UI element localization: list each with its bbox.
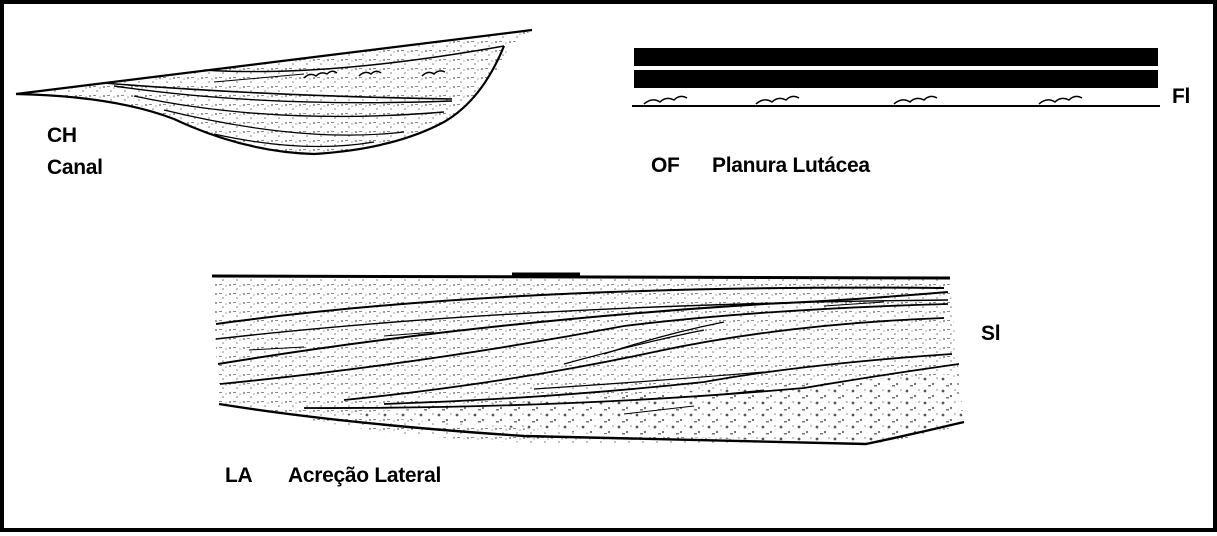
channel-sketch	[16, 30, 532, 154]
lateral-accretion-sketch	[212, 274, 964, 444]
sl-code-label: Sl	[981, 322, 1000, 346]
fl-code-label: Fl	[1172, 85, 1190, 109]
la-code-label: LA	[225, 464, 252, 488]
la-name-label: Acreção Lateral	[288, 464, 441, 488]
ch-name-label: Canal	[47, 156, 103, 180]
of-code-label: OF	[651, 154, 680, 178]
of-name-label: Planura Lutácea	[712, 154, 870, 178]
facies-diagram-art	[4, 4, 1217, 536]
floodplain-sketch	[632, 48, 1160, 106]
ch-code-label: CH	[47, 124, 77, 148]
